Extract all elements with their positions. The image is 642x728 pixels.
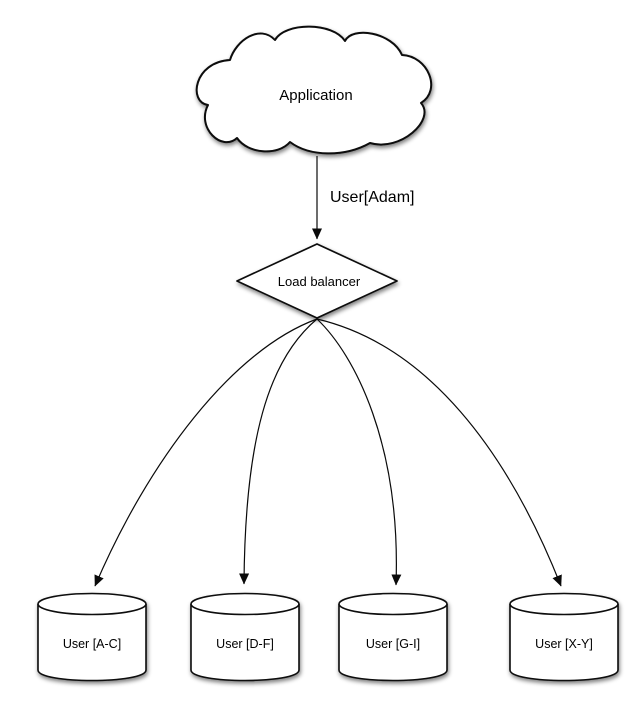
cylinder-shape (190, 604, 300, 682)
cloud-shape (195, 25, 433, 155)
application-node: Application (195, 25, 433, 155)
cylinder-shape (37, 604, 147, 682)
database-label-2: User [D-F] (216, 637, 274, 651)
cylinder-top (190, 592, 300, 616)
database-node-1: User [A-C] (37, 592, 147, 682)
cylinder-shape (338, 604, 448, 682)
load-balancer-label: Load balancer (278, 274, 361, 289)
edge-to-shard-3 (316, 318, 402, 586)
database-label-1: User [A-C] (63, 637, 121, 651)
cylinder-shape (509, 604, 619, 682)
shard-edges (94, 318, 562, 587)
cylinder-top (338, 592, 448, 616)
application-label: Application (279, 87, 352, 104)
edge-to-shard-2 (239, 318, 318, 585)
database-node-2: User [D-F] (190, 592, 300, 682)
database-label-3: User [G-I] (366, 637, 420, 651)
edge-to-shard-4 (316, 318, 562, 587)
request-edge: User[Adam] (312, 156, 414, 240)
database-label-4: User [X-Y] (535, 637, 593, 651)
load-balancer-node: Load balancer (236, 243, 398, 319)
diamond-shape (236, 243, 398, 319)
cylinder-top (509, 592, 619, 616)
request-edge-label: User[Adam] (330, 189, 414, 206)
edge-to-shard-1 (94, 318, 318, 587)
database-node-3: User [G-I] (338, 592, 448, 682)
cylinder-top (37, 592, 147, 616)
database-node-4: User [X-Y] (509, 592, 619, 682)
